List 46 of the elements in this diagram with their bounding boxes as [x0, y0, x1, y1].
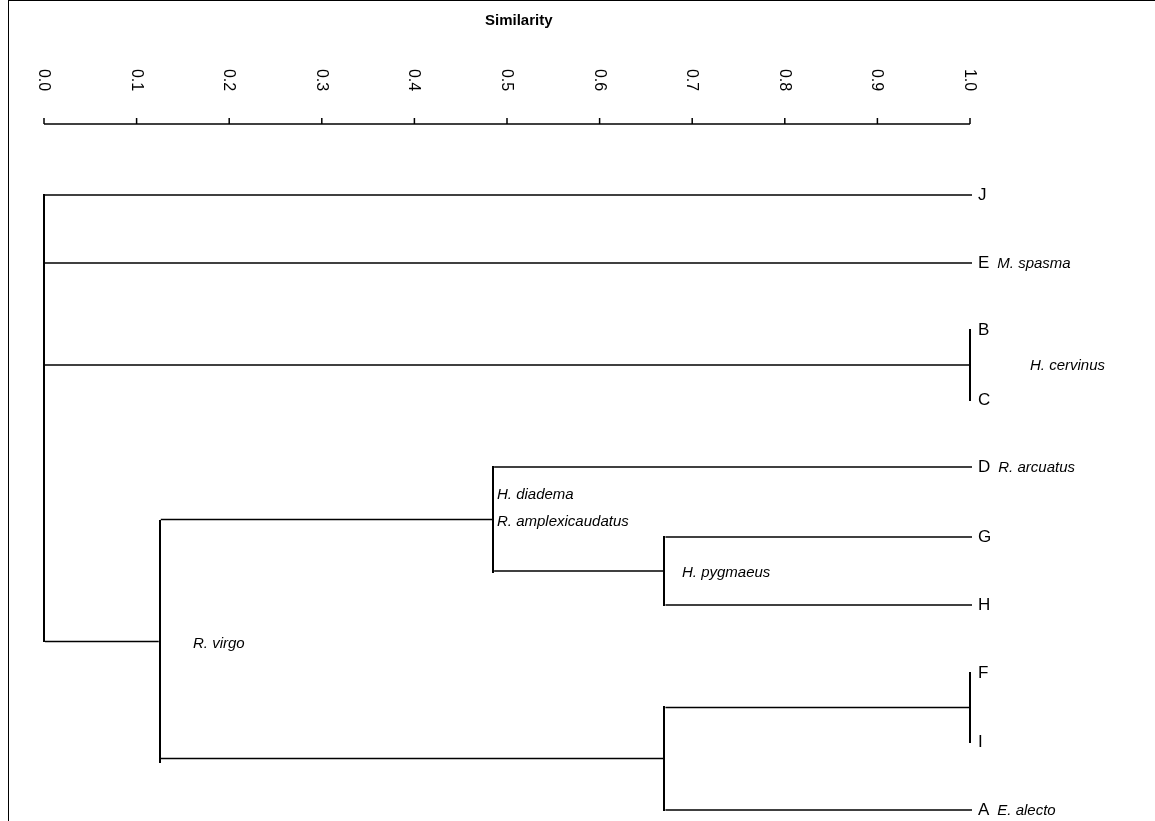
cluster-bar	[158, 520, 161, 763]
leaf-label: H	[978, 595, 991, 614]
species-label: R. virgo	[193, 633, 245, 653]
tick-label: 0.9	[868, 68, 887, 92]
branch-line	[664, 706, 970, 709]
tick-label: 0.8	[775, 68, 794, 92]
species-label: H. cervinus	[1030, 355, 1106, 375]
leaf-label: D	[978, 457, 991, 476]
tick-label: 0.1	[127, 68, 146, 92]
leaf-label: J	[978, 185, 987, 204]
branch-line	[664, 536, 973, 538]
branch-line	[44, 364, 970, 366]
cluster-bar	[492, 466, 495, 573]
species-label: H. diadema	[497, 484, 574, 504]
tick-label: 0.4	[405, 68, 424, 92]
branch-line	[493, 570, 665, 572]
species-label: H. pygmaeus	[682, 562, 771, 582]
tick-label: 0.0	[35, 68, 54, 92]
tick-label: 0.6	[590, 68, 609, 92]
branch-line	[160, 757, 665, 760]
leaf-label: E	[978, 253, 990, 272]
leaf-label: A	[978, 800, 990, 819]
branch-line	[44, 640, 160, 643]
tick-label: 0.3	[312, 68, 331, 92]
cluster-bar	[663, 706, 666, 811]
leaf-label: C	[978, 390, 991, 409]
branch-line	[44, 262, 973, 264]
cluster-bar	[663, 536, 666, 606]
branch-line	[493, 466, 973, 468]
leaf-label: B	[978, 320, 990, 339]
leaf-label: I	[978, 732, 983, 751]
leaf-label: F	[978, 663, 989, 682]
branch-line	[664, 809, 973, 811]
branch-line	[664, 604, 973, 606]
branch-line	[160, 518, 493, 521]
species-label: E. alecto	[997, 801, 1056, 818]
species-label: R. arcuatus	[998, 458, 1075, 475]
species-label: M. spasma	[997, 254, 1071, 271]
species-label: R. amplexicaudatus	[497, 511, 629, 531]
axis-title: Similarity	[485, 10, 553, 30]
leaf-label: G	[978, 527, 992, 546]
tick-label: 0.2	[220, 68, 239, 92]
tick-label: 0.7	[683, 68, 702, 92]
branch-line	[44, 194, 973, 196]
tick-label: 0.5	[498, 68, 517, 92]
tick-label: 1.0	[961, 68, 980, 92]
